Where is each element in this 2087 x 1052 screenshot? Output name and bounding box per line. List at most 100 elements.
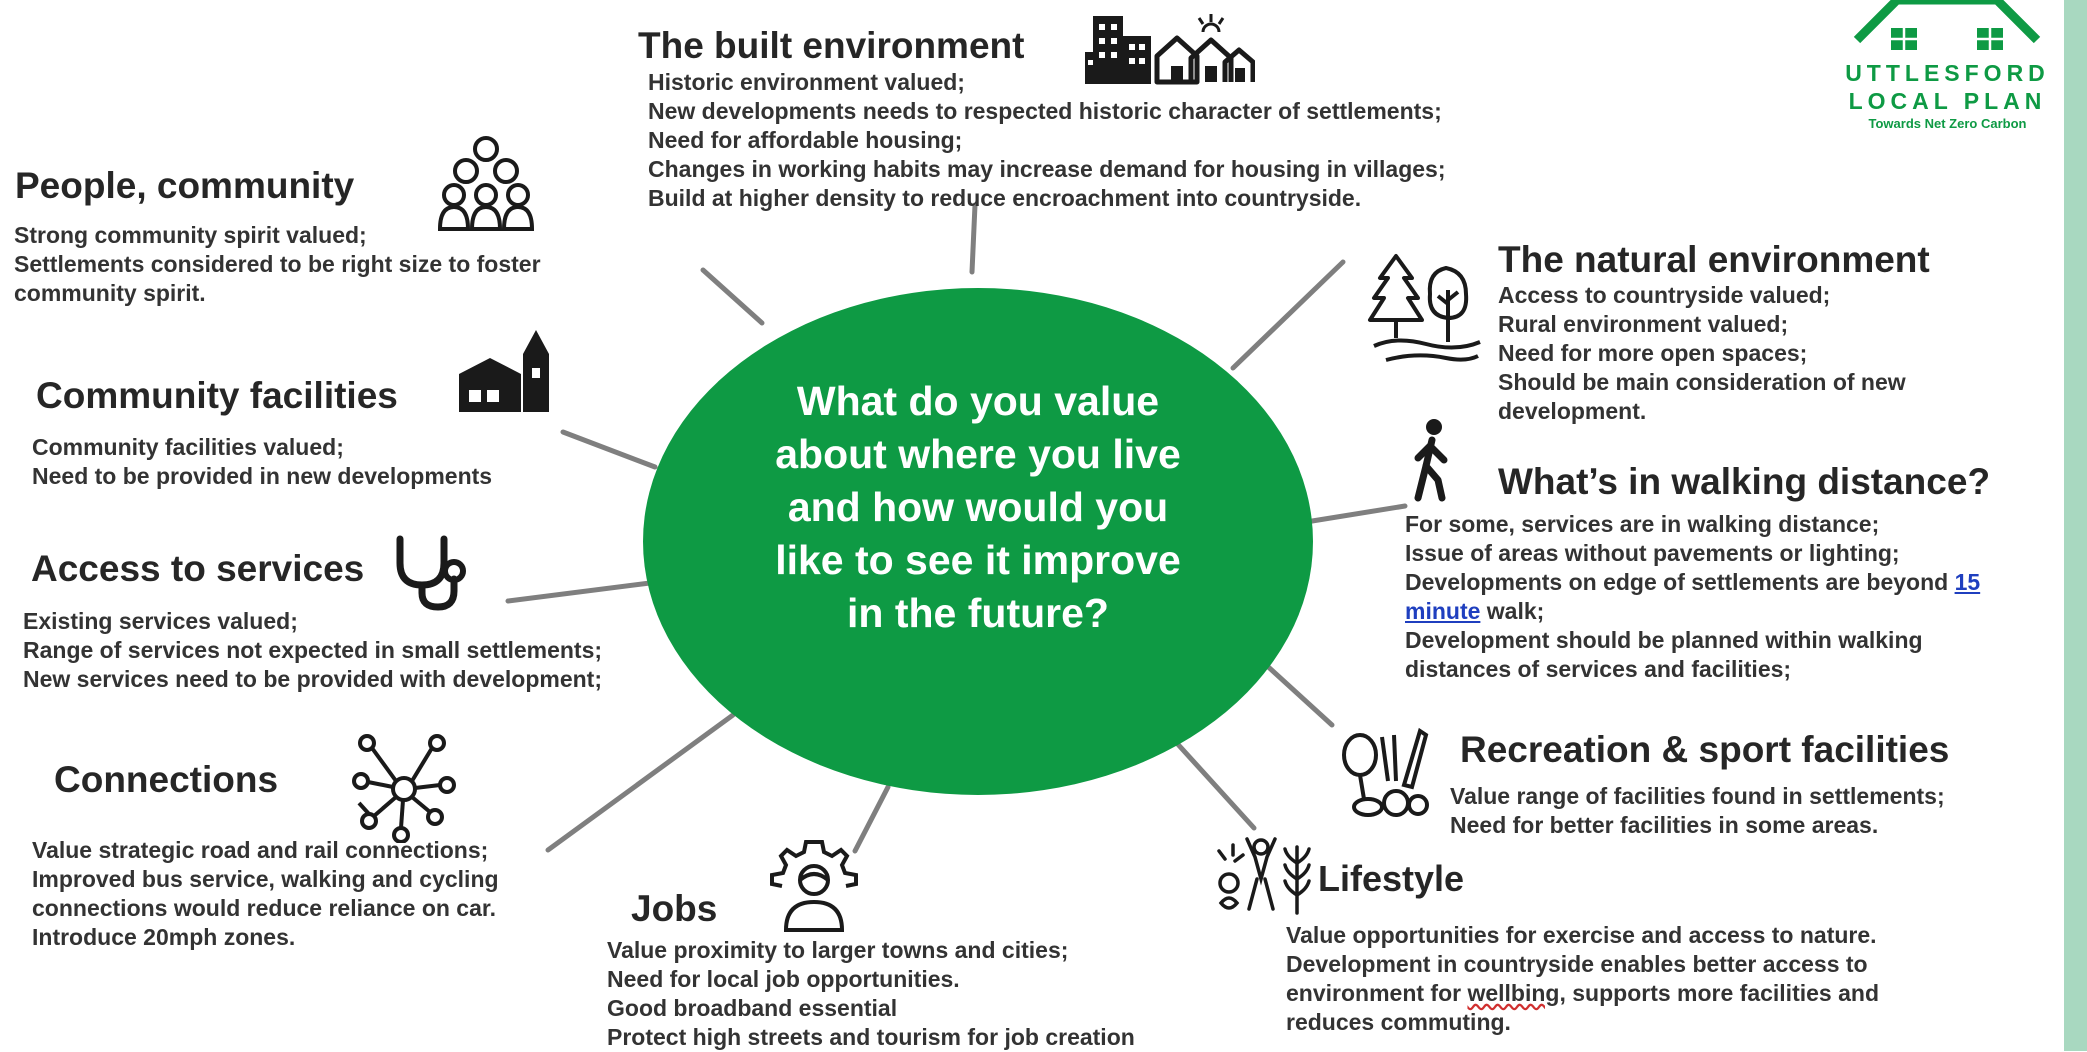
list-item: community spirit. [14, 280, 206, 306]
people-community-title: People, community [15, 165, 355, 206]
list-item: Improved bus service, walking and cyclin… [32, 866, 499, 892]
recreation-sport-title: Recreation & sport facilities [1460, 729, 1950, 770]
list-item: distances of services and facilities; [1405, 656, 1792, 682]
worker-gear-icon [770, 840, 858, 932]
connector-recreation [1261, 660, 1335, 728]
list-item: Need for local job opportunities. [607, 966, 960, 992]
built-environment-title: The built environment [638, 25, 1025, 66]
access-to-services-list: Existing services valued; Range of servi… [23, 607, 602, 694]
list-item: Settlements considered to be right size … [14, 251, 541, 277]
misspelled-word: wellbing [1467, 980, 1560, 1006]
connector-lifestyle [1171, 737, 1257, 831]
connector-walking [1303, 503, 1408, 525]
list-item: Value opportunities for exercise and acc… [1286, 922, 1877, 948]
natural-environment-list: Access to countryside valued; Rural envi… [1498, 281, 1906, 426]
trees-landscape-icon [1368, 254, 1481, 362]
list-item: Need for more open spaces; [1498, 340, 1808, 366]
lifestyle-title: Lifestyle [1318, 858, 1465, 899]
list-item: Protect high streets and tourism for job… [607, 1024, 1135, 1050]
community-facilities-list: Community facilities valued; Need to be … [32, 433, 492, 491]
central-question: What do you value about where you live a… [700, 375, 1256, 640]
central-question-line: about where you live [775, 431, 1181, 477]
list-item: Developments on edge of settlements are … [1405, 568, 1980, 597]
list-item: Rural environment valued; [1498, 311, 1789, 337]
list-item: Changes in working habits may increase d… [648, 156, 1446, 182]
list-item: reduces commuting. [1286, 1009, 1511, 1035]
logo-line-1: UTTLESFORD [1845, 60, 2050, 86]
list-item-text: environment for [1286, 980, 1468, 1006]
hyperlink-15[interactable]: 15 [1954, 569, 1981, 595]
list-item: Existing services valued; [23, 608, 298, 634]
central-question-ellipse [643, 288, 1313, 795]
access-to-services-title: Access to services [31, 548, 365, 589]
central-question-line: What do you value [796, 378, 1160, 424]
list-item: Strong community spirit valued; [14, 222, 367, 248]
stethoscope-icon [396, 535, 466, 611]
list-item-text: Developments on edge of settlements are … [1405, 569, 1955, 595]
list-item: New developments needs to respected hist… [648, 98, 1442, 124]
list-item: Need for better facilities in some areas… [1450, 812, 1879, 838]
list-item: Value range of facilities found in settl… [1450, 783, 1945, 809]
uttlesford-logo: UTTLESFORD LOCAL PLAN Towards Net Zero C… [1835, 0, 2060, 140]
list-item: Issue of areas without pavements or ligh… [1405, 540, 1900, 566]
connector-jobs [852, 784, 891, 854]
logo-line-2: LOCAL PLAN [1848, 88, 2047, 114]
sports-equipment-icon [1342, 727, 1429, 817]
lifestyle-list: Value opportunities for exercise and acc… [1286, 921, 1879, 1037]
hyperlink-minute[interactable]: minute [1405, 598, 1481, 624]
list-item-text: walk; [1480, 598, 1545, 624]
list-item: Introduce 20mph zones. [32, 924, 296, 950]
list-item: development. [1498, 398, 1647, 424]
jobs-title: Jobs [631, 888, 718, 929]
network-nodes-icon [352, 734, 456, 843]
walking-person-icon [1414, 419, 1448, 502]
jobs-list: Value proximity to larger towns and citi… [607, 936, 1135, 1052]
list-item: Development in countryside enables bette… [1286, 951, 1868, 977]
connections-title: Connections [54, 759, 279, 800]
buildings-houses-icon [1085, 14, 1255, 85]
list-item: Need for affordable housing; [648, 127, 963, 153]
connector-services [505, 580, 653, 604]
connector-facilities [560, 429, 658, 470]
connector-connections [545, 712, 736, 853]
list-item: connections would reduce reliance on car… [32, 895, 496, 921]
connector-built [969, 202, 978, 275]
list-item: Value proximity to larger towns and citi… [607, 937, 1069, 963]
connector-people [700, 267, 765, 326]
house-roof-icon [1853, 0, 2041, 50]
list-item: New services need to be provided with de… [23, 666, 602, 692]
list-item: Community facilities valued; [32, 434, 344, 460]
recreation-sport-list: Value range of facilities found in settl… [1450, 782, 1945, 840]
people-group-icon [437, 136, 535, 231]
walking-distance-title: What’s in walking distance? [1498, 461, 1991, 502]
connections-list: Value strategic road and rail connection… [32, 836, 499, 952]
list-item-text: , supports more facilities and [1559, 980, 1879, 1006]
built-environment-list: Historic environment valued; New develop… [648, 68, 1446, 213]
list-item: minute walk; [1405, 597, 1980, 626]
list-item: Should be main consideration of new [1498, 369, 1906, 395]
community-facilities-title: Community facilities [36, 375, 398, 416]
central-question-line: and how would you [787, 484, 1169, 530]
right-edge-strip [2064, 0, 2087, 1051]
list-item: Value strategic road and rail connection… [32, 837, 489, 863]
central-question-line: in the future? [847, 590, 1109, 636]
people-community-list: Strong community spirit valued; Settleme… [14, 221, 541, 308]
central-question-line: like to see it improve [775, 537, 1181, 583]
list-item: Build at higher density to reduce encroa… [648, 185, 1362, 211]
walking-distance-list: For some, services are in walking distan… [1405, 510, 1980, 684]
church-building-icon [459, 330, 549, 412]
list-item: Good broadband essential [607, 995, 898, 1021]
list-item: Range of services not expected in small … [23, 637, 603, 663]
list-item: Development should be planned within wal… [1405, 627, 1923, 653]
active-lifestyle-icon [1217, 837, 1311, 915]
connector-natural [1230, 259, 1346, 371]
natural-environment-title: The natural environment [1498, 239, 1930, 280]
list-item: Access to countryside valued; [1498, 282, 1831, 308]
list-item: Need to be provided in new developments [32, 463, 493, 489]
list-item: For some, services are in walking distan… [1405, 511, 1880, 537]
logo-line-3: Towards Net Zero Carbon [1868, 116, 2027, 131]
list-item: environment for wellbing, supports more … [1286, 979, 1879, 1008]
list-item: Historic environment valued; [648, 69, 965, 95]
